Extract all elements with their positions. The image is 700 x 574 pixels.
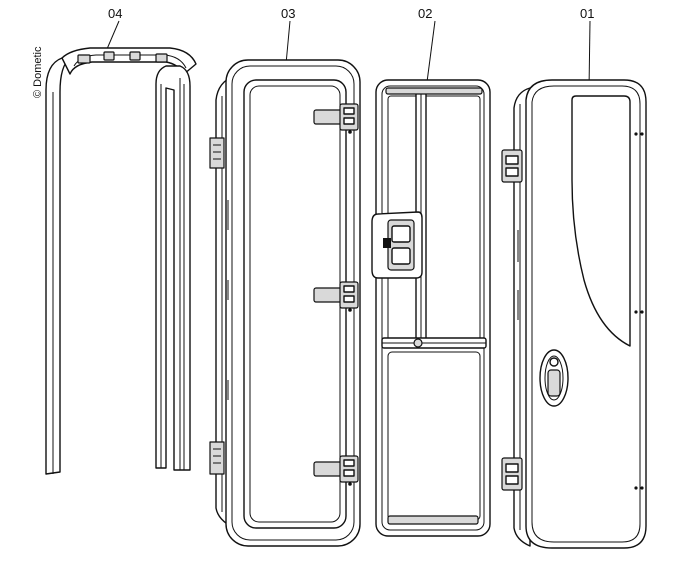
part-01-door-leaf (501, 79, 647, 549)
part-label-02: 02 (418, 6, 432, 21)
leader-line-02 (426, 20, 436, 83)
part-label-03: 03 (281, 6, 295, 21)
part-02-flyscreen-frame (371, 79, 491, 537)
copyright-text: © Dometic (32, 46, 44, 98)
part-label-04: 04 (108, 6, 122, 21)
leader-line-01 (588, 20, 591, 91)
part-label-01: 01 (580, 6, 594, 21)
leader-line-03 (285, 20, 291, 65)
part-03-inner-frame (209, 59, 361, 547)
part-04-frame-seal (45, 47, 197, 475)
